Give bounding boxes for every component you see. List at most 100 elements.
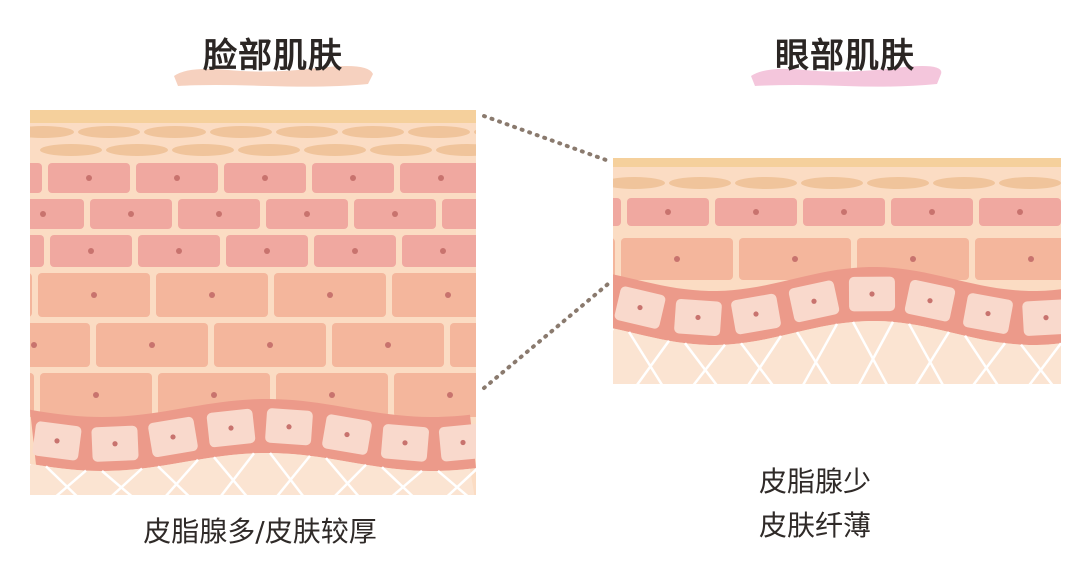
cell-nucleus	[792, 256, 798, 262]
skin-cell	[30, 323, 90, 367]
flat-cell	[304, 144, 366, 156]
cell-nucleus	[695, 314, 701, 321]
flat-cell	[172, 144, 234, 156]
outer-horny-layer	[30, 110, 476, 123]
flat-cell	[370, 144, 432, 156]
flat-cell	[78, 126, 140, 138]
cell-nucleus	[665, 209, 671, 215]
dermis-area	[30, 453, 475, 495]
cell-nucleus	[216, 211, 222, 217]
skin-cell	[450, 323, 476, 367]
collagen-fiber	[157, 465, 190, 495]
collagen-fiber	[220, 452, 255, 495]
flat-cell	[40, 144, 102, 156]
cell-nucleus	[385, 342, 391, 348]
flat-cell	[735, 177, 797, 189]
skin-cell	[30, 235, 44, 267]
flat-cell	[801, 177, 863, 189]
cell-nucleus	[88, 248, 94, 254]
flat-cell	[669, 177, 731, 189]
cell-nucleus	[31, 342, 37, 348]
cell-nucleus	[209, 292, 215, 298]
flat-cell	[238, 144, 300, 156]
cell-nucleus	[86, 175, 92, 181]
cell-nucleus	[54, 438, 60, 444]
skin-cell	[442, 199, 476, 229]
flat-cell	[30, 126, 74, 138]
flat-cell	[144, 126, 206, 138]
cell-nucleus	[228, 425, 234, 431]
flat-cell	[933, 177, 995, 189]
face-skin-cross-section	[30, 110, 476, 495]
eye-skin-caption-line-1: 皮脂腺少	[758, 465, 871, 498]
outer-horny-layer	[613, 158, 1061, 167]
collagen-fiber	[907, 323, 944, 384]
face-skin-caption: 皮脂腺多/皮肤较厚	[143, 515, 377, 548]
face-skin-header: 脸部肌肤	[168, 22, 378, 92]
cell-nucleus	[1043, 315, 1049, 321]
dermis-area	[613, 321, 1061, 384]
upper-connector-line	[482, 114, 608, 162]
cell-nucleus	[286, 424, 292, 430]
cell-nucleus	[1028, 256, 1034, 262]
cell-nucleus	[40, 211, 46, 217]
cell-nucleus	[267, 342, 273, 348]
cell-nucleus	[910, 256, 916, 262]
skin-cell	[30, 163, 42, 193]
collagen-fiber	[627, 331, 663, 384]
cell-nucleus	[402, 440, 408, 446]
flat-cell	[106, 144, 168, 156]
eye-skin-caption: 皮脂腺少 皮肤纤薄	[700, 460, 930, 548]
cell-nucleus	[438, 175, 444, 181]
cell-nucleus	[445, 292, 451, 298]
cell-nucleus	[112, 441, 118, 447]
collagen-fiber	[802, 323, 839, 384]
cell-nucleus	[329, 392, 335, 398]
skin-cell	[30, 273, 32, 317]
basal-cell	[438, 423, 476, 462]
collagen-fiber	[915, 331, 951, 384]
flat-cell	[474, 129, 476, 135]
collagen-fiber	[1028, 342, 1061, 384]
cell-nucleus	[211, 392, 217, 398]
skin-cell	[392, 273, 476, 317]
eye-skin-caption-line-2: 皮肤纤薄	[758, 509, 871, 542]
collagen-fiber	[740, 342, 774, 384]
collagen-fiber	[276, 455, 311, 495]
dermis-fibers	[613, 321, 1061, 384]
collagen-fiber	[165, 458, 199, 495]
skin-cell	[613, 198, 621, 226]
cell-nucleus	[392, 211, 398, 217]
flat-cell	[210, 126, 272, 138]
collagen-fiber	[55, 469, 87, 495]
cell-nucleus	[352, 248, 358, 254]
cell-nucleus	[753, 209, 759, 215]
cell-nucleus	[350, 175, 356, 181]
cell-nucleus	[149, 342, 155, 348]
skin-cell	[402, 235, 476, 267]
cell-nucleus	[174, 175, 180, 181]
right-title-brush-stroke	[751, 66, 942, 87]
collagen-fiber	[334, 463, 367, 495]
collagen-fiber	[381, 466, 414, 495]
lower-connector-line	[482, 282, 610, 390]
eye-skin-title: 眼部肌肤	[775, 36, 915, 76]
cell-nucleus	[304, 211, 310, 217]
basal-cell	[1022, 299, 1061, 336]
collagen-fiber	[747, 335, 783, 384]
cell-nucleus	[327, 292, 333, 298]
cell-nucleus	[985, 310, 991, 317]
cell-nucleus	[93, 392, 99, 398]
cell-nucleus	[753, 311, 759, 317]
basal-layer	[613, 267, 1061, 345]
cell-nucleus	[674, 256, 680, 262]
epidermis-cells	[613, 177, 1061, 280]
cell-nucleus	[1017, 209, 1023, 215]
face-skin-title: 脸部肌肤	[203, 36, 343, 76]
collagen-fiber	[446, 467, 476, 495]
skin-cell	[30, 373, 34, 417]
skin-cell	[613, 238, 615, 280]
cell-nucleus	[637, 304, 643, 311]
cell-nucleus	[128, 211, 134, 217]
